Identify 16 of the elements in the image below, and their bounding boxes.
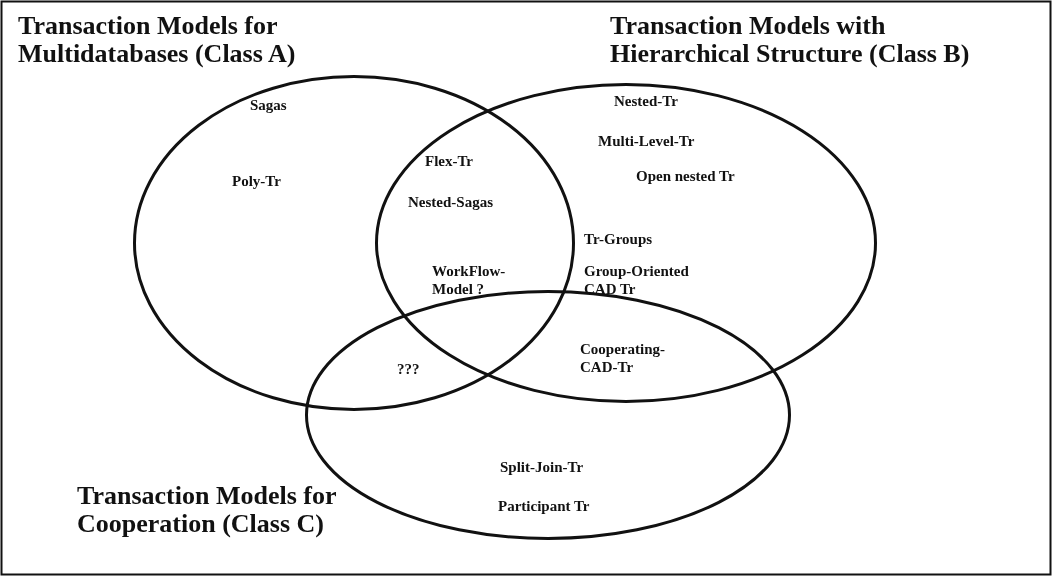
set-heading: Transaction Models for Multidatabases (Class A): [18, 12, 297, 68]
set-member-label: Flex-Tr: [425, 152, 475, 170]
set-member-label: Split-Join-Tr: [500, 458, 585, 476]
set-member-label: Poly-Tr: [232, 172, 282, 190]
set-heading: Transaction Models for Cooperation (Class C): [77, 482, 338, 538]
set-member-label: Multi-Level-Tr: [598, 132, 696, 150]
set-member-label: Participant Tr: [498, 497, 591, 515]
set-member-label: WorkFlow- Model ?: [432, 262, 507, 298]
set-member-label: Sagas: [250, 96, 288, 114]
set-member-label: Tr-Groups: [584, 230, 654, 248]
set-heading: Transaction Models with Hierarchical Structure (Class B): [610, 12, 971, 68]
set-member-label: Nested-Tr: [614, 92, 679, 110]
set-member-label: Nested-Sagas: [408, 193, 494, 211]
set-member-label: Open nested Tr: [636, 167, 736, 185]
set-member-label: Cooperating- CAD-Tr: [580, 340, 666, 376]
set-member-label: ???: [397, 360, 421, 378]
